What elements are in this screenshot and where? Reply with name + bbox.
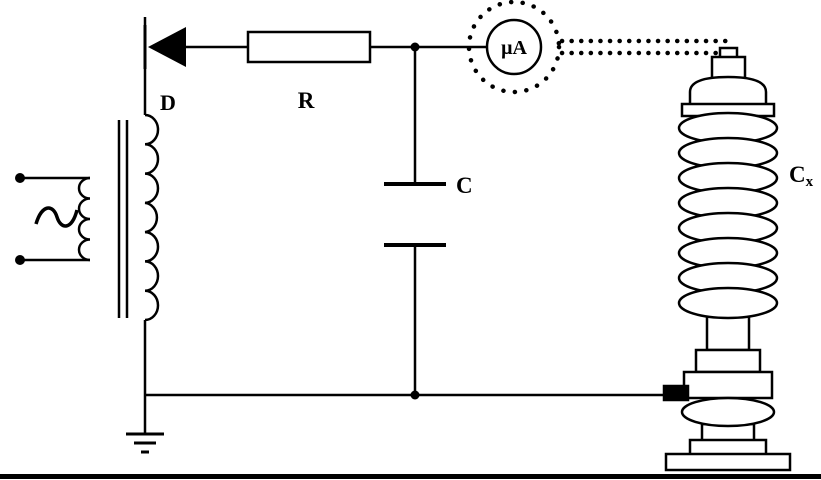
wires <box>143 17 668 433</box>
test-object-label: Cx <box>789 162 814 190</box>
resistor: R <box>246 30 372 113</box>
sine-wave-icon <box>34 206 79 228</box>
ac-terminal-top <box>15 173 25 183</box>
meter-label: μA <box>501 37 527 59</box>
microammeter: μA <box>466 0 562 95</box>
bushing-lower-shed <box>680 396 776 428</box>
diode-triangle-icon <box>148 27 186 67</box>
resistor-label: R <box>298 88 315 113</box>
test-object-bushing: Cx <box>662 46 814 472</box>
figure-bottom-border <box>0 474 821 479</box>
shielded-lead <box>559 38 731 56</box>
bushing-base-plate <box>664 452 792 472</box>
capacitor: C <box>384 173 473 247</box>
bushing-ground-terminal <box>662 384 690 402</box>
ground-symbol <box>126 432 164 454</box>
ac-terminal-bottom <box>15 255 25 265</box>
bushing-flange-lower <box>682 370 774 400</box>
shield-ring-icon <box>466 0 562 95</box>
diode: D <box>143 25 186 115</box>
test-object-label-main: C <box>789 162 806 187</box>
capacitor-label: C <box>456 173 473 198</box>
secondary-winding <box>144 113 160 322</box>
junction-dot-bottom <box>410 390 420 400</box>
primary-winding <box>77 176 91 262</box>
resistor-body <box>246 30 372 64</box>
diode-label: D <box>160 90 176 115</box>
junction-dot-top <box>410 42 420 52</box>
test-object-label-sub: x <box>806 174 814 190</box>
bushing-flange-upper <box>694 348 762 374</box>
transformer <box>77 113 160 322</box>
ac-source <box>15 173 90 265</box>
bushing-top-cap <box>688 75 768 108</box>
bushing-top-terminal <box>710 55 747 80</box>
meter-circle <box>485 18 543 76</box>
bushing-shed <box>677 286 779 320</box>
